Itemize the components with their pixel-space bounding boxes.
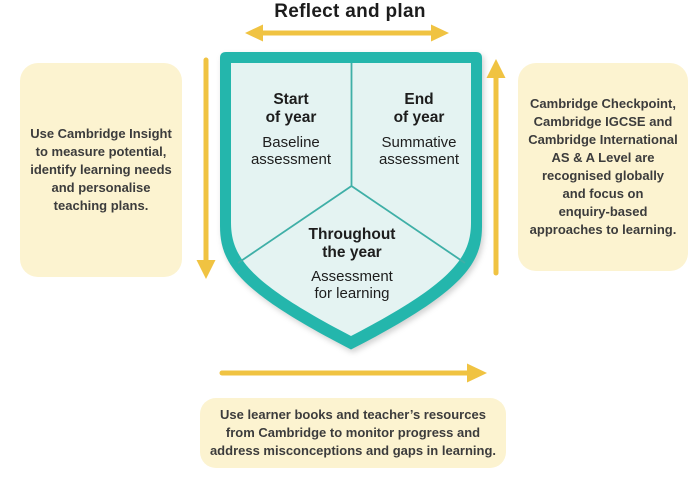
page-title: Reflect and plan [274,1,426,22]
note-learner-books-text: Use learner books and teacher’s resource… [209,407,497,458]
shield-throughout-year-body: Assessment for learning [311,268,393,302]
note-learner-books: Use learner books and teacher’s resource… [200,398,506,468]
reflect-plan-double-arrow-icon [245,24,449,42]
shield-icon [220,52,482,350]
note-cambridge-insight-text: Use Cambridge Insight to measure potenti… [30,126,172,213]
bottom-right-arrow-icon [219,363,487,383]
note-cambridge-insight: Use Cambridge Insight to measure potenti… [20,63,182,277]
left-arrow-head [196,260,216,279]
shield-start-of-year-body: Baseline assessment [250,134,332,168]
bottom-arrow-head [467,363,487,383]
shield-divider-lines [237,63,466,264]
right-arrow-head [486,59,506,78]
note-qualifications-text: Cambridge Checkpoint, Cambridge IGCSE an… [528,96,678,237]
shield-inner [231,63,471,336]
shield-end-of-year-title: End of year [393,91,445,126]
double-arrow-left-head [245,24,263,42]
right-up-arrow-icon [486,59,506,276]
left-down-arrow-icon [196,57,216,279]
note-qualifications: Cambridge Checkpoint, Cambridge IGCSE an… [518,63,688,271]
double-arrow-right-head [431,24,449,42]
shield-end-of-year-body: Summative assessment [378,134,460,168]
shield-throughout-year-title: Throughout the year [308,226,396,261]
shield-start-of-year-title: Start of year [265,91,317,126]
